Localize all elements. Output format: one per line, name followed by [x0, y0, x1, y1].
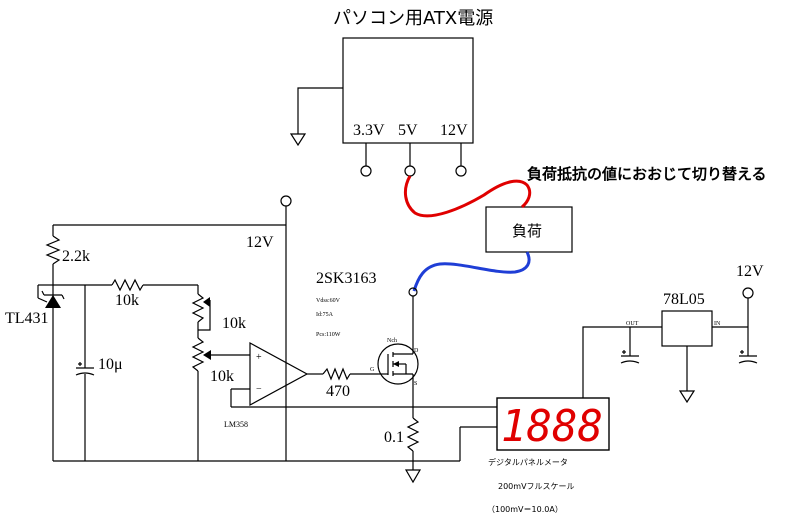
- regulator-out-pin: OUT: [626, 321, 639, 327]
- shunt-label: 0.1: [384, 429, 404, 446]
- opamp-lm358: + −: [230, 341, 413, 408]
- panel-meter-digits: 1888: [501, 401, 603, 452]
- mosfet-spec-vdss: Vdss:60V: [316, 298, 341, 304]
- regulator-capacitor-in: [738, 350, 758, 364]
- resistor-2k2: [45, 225, 61, 285]
- meter-caption-2: 200mVフルスケール: [498, 482, 575, 491]
- resistor-470-label: 470: [326, 383, 350, 400]
- left-12v-label: 12V: [246, 234, 274, 251]
- capacitor-10u-label: 10μ: [98, 356, 123, 373]
- diagram-title: パソコン用ATX電源: [333, 8, 493, 29]
- mosfet-spec-id: Id:75A: [316, 312, 334, 318]
- meter-caption-1: デジタルパネルメータ: [488, 457, 568, 467]
- psu-output-5v: 5V: [398, 122, 418, 139]
- resistor-2k2-label: 2.2k: [62, 248, 90, 265]
- resistor-10k-a: [53, 278, 198, 292]
- svg-text:Nch: Nch: [387, 338, 397, 344]
- right-12v-label: 12V: [736, 263, 764, 280]
- resistor-10k-c-label: 10k: [210, 368, 234, 385]
- svg-text:+: +: [256, 352, 262, 363]
- load-label: 負荷: [512, 222, 542, 240]
- psu-output-12v: 12V: [440, 122, 468, 139]
- svg-text:S: S: [414, 381, 417, 387]
- mosfet-2sk3163: Nch G D S: [370, 287, 419, 418]
- psu-output-3v3: 3.3V: [353, 122, 385, 139]
- tl431-label: TL431: [5, 310, 49, 327]
- regulator-in-pin: IN: [714, 321, 721, 327]
- regulator-wiring: [629, 287, 754, 404]
- tl431-symbol: [37, 284, 65, 461]
- atx-psu-box: [342, 37, 474, 144]
- load-box: [485, 206, 573, 253]
- shunt-resistor: [404, 417, 422, 484]
- svg-text:D: D: [414, 348, 419, 354]
- meter-caption-3: （100mV＝10.0A）: [487, 505, 563, 514]
- variable-resistor-10k: [191, 285, 211, 338]
- blue-wire: [412, 251, 531, 292]
- resistor-10k-a-label: 10k: [115, 292, 139, 309]
- switch-annotation: 負荷抵抗の値におおじて切り替える: [527, 165, 767, 183]
- svg-text:−: −: [256, 384, 262, 395]
- resistor-10k-b-label: 10k: [222, 315, 246, 332]
- capacitor-10u: [75, 285, 95, 461]
- red-wire: [403, 175, 532, 218]
- meter-wiring: [413, 326, 662, 462]
- panel-meter-box: [496, 397, 610, 451]
- regulator-box: [661, 310, 713, 347]
- regulator-capacitor-out: [620, 350, 640, 364]
- mosfet-name: 2SK3163: [316, 270, 376, 287]
- regulator-name: 78L05: [663, 291, 705, 308]
- potentiometer-10k: [191, 337, 250, 461]
- left-12v-rail: [53, 195, 413, 462]
- psu-ground-symbol: [289, 87, 343, 147]
- mosfet-spec-pcs: Pcs:110W: [316, 332, 341, 338]
- psu-terminals: [360, 143, 467, 177]
- opamp-label: LM358: [224, 420, 248, 429]
- resistor-470: [322, 367, 378, 381]
- svg-text:G: G: [370, 367, 375, 373]
